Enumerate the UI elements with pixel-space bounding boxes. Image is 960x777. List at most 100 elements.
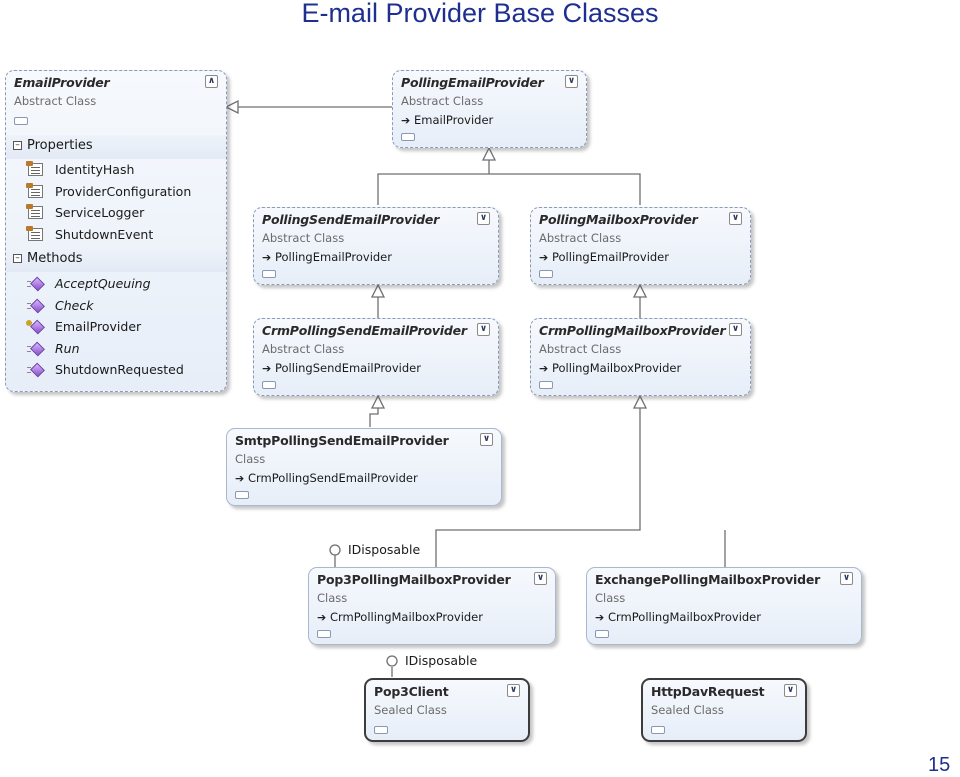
class-box-crm-polling-mailbox-provider[interactable]: CrmPollingMailboxProvider Abstract Class… (530, 318, 751, 396)
property-icon (26, 226, 43, 241)
member-label: AcceptQueuing (55, 276, 151, 291)
base-class-label: PollingEmailProvider (552, 250, 669, 264)
class-kind: Abstract Class (262, 231, 345, 245)
class-kind: Sealed Class (374, 703, 447, 717)
property-icon (26, 204, 43, 219)
class-name: EmailProvider (14, 75, 110, 90)
class-box-pop3-polling-mailbox-provider[interactable]: Pop3PollingMailboxProvider Class ➔CrmPol… (308, 567, 556, 645)
class-icon (317, 630, 331, 638)
inherits-arrow-icon: ➔ (539, 362, 549, 375)
class-icon (235, 491, 249, 499)
class-icon (374, 726, 388, 734)
methods-section-header[interactable]: – Methods (6, 248, 226, 272)
class-kind: Abstract Class (14, 94, 97, 108)
class-kind: Class (317, 591, 348, 605)
class-icon (651, 726, 665, 734)
class-icon (539, 381, 553, 389)
class-name: PollingMailboxProvider (539, 212, 698, 227)
base-class: ➔PollingMailboxProvider (539, 361, 681, 375)
class-box-email-provider[interactable]: EmailProvider Abstract Class ∧ – Propert… (5, 70, 227, 392)
method-icon (27, 342, 43, 355)
inherits-arrow-icon: ➔ (595, 611, 605, 624)
base-class-label: PollingMailboxProvider (552, 361, 682, 375)
class-kind: Abstract Class (539, 342, 622, 356)
expand-chevron-icon[interactable]: ∨ (534, 572, 547, 585)
class-kind: Class (595, 591, 626, 605)
collapse-minus-icon[interactable]: – (13, 141, 22, 150)
class-box-pop3-client[interactable]: Pop3Client Sealed Class ∨ (364, 678, 530, 742)
base-class-label: EmailProvider (414, 113, 494, 127)
idisposable-interface-label: IDisposable (405, 653, 478, 668)
base-class-label: PollingEmailProvider (275, 250, 392, 264)
member-label: Run (55, 341, 80, 356)
expand-chevron-icon[interactable]: ∨ (477, 323, 490, 336)
class-kind: Abstract Class (262, 342, 345, 356)
inherits-arrow-icon: ➔ (262, 251, 272, 264)
expand-chevron-icon[interactable]: ∨ (729, 212, 742, 225)
expand-chevron-icon[interactable]: ∨ (784, 684, 797, 697)
expand-chevron-icon[interactable]: ∨ (477, 212, 490, 225)
class-name: HttpDavRequest (651, 684, 765, 699)
base-class-label: PollingSendEmailProvider (275, 361, 421, 375)
collapse-minus-icon[interactable]: – (13, 254, 22, 263)
class-box-polling-mailbox-provider[interactable]: PollingMailboxProvider Abstract Class ➔P… (530, 207, 751, 285)
class-name: Pop3PollingMailboxProvider (317, 572, 511, 587)
expand-chevron-icon[interactable]: ∨ (565, 75, 578, 88)
properties-section-header[interactable]: – Properties (6, 135, 226, 159)
page-number: 15 (928, 754, 951, 776)
class-icon (262, 381, 276, 389)
constructor-icon (26, 320, 43, 333)
member-label: ProviderConfiguration (55, 184, 192, 199)
expand-chevron-icon[interactable]: ∨ (729, 323, 742, 336)
property-icon (26, 161, 43, 176)
inherits-arrow-icon: ➔ (539, 251, 549, 264)
inherits-arrow-icon: ➔ (401, 114, 411, 127)
member-label: ShutdownEvent (55, 227, 154, 242)
property-icon (26, 183, 43, 198)
member-label: EmailProvider (55, 319, 142, 334)
class-icon (14, 117, 28, 125)
class-icon (262, 270, 276, 278)
base-class: ➔CrmPollingMailboxProvider (317, 610, 483, 624)
class-kind: Abstract Class (539, 231, 622, 245)
class-box-polling-send-email-provider[interactable]: PollingSendEmailProvider Abstract Class … (253, 207, 499, 285)
base-class-label: CrmPollingSendEmailProvider (248, 471, 418, 485)
expand-chevron-icon[interactable]: ∨ (480, 433, 493, 446)
class-box-exchange-polling-mailbox-provider[interactable]: ExchangePollingMailboxProvider Class ➔Cr… (586, 567, 862, 645)
class-box-smtp-polling-send-email-provider[interactable]: SmtpPollingSendEmailProvider Class ➔CrmP… (226, 428, 502, 506)
idisposable-interface-label: IDisposable (348, 542, 421, 557)
section-label: Methods (27, 251, 83, 266)
member-label: Check (55, 298, 94, 313)
method-icon (27, 299, 43, 312)
class-kind: Sealed Class (651, 703, 724, 717)
collapse-chevron-icon[interactable]: ∧ (205, 75, 218, 88)
expand-chevron-icon[interactable]: ∨ (507, 684, 520, 697)
class-name: CrmPollingSendEmailProvider (262, 323, 467, 338)
class-name: SmtpPollingSendEmailProvider (235, 433, 449, 448)
base-class-label: CrmPollingMailboxProvider (608, 610, 761, 624)
inherits-arrow-icon: ➔ (262, 362, 272, 375)
base-class: ➔PollingEmailProvider (262, 250, 392, 264)
class-box-crm-polling-send-email-provider[interactable]: CrmPollingSendEmailProvider Abstract Cla… (253, 318, 499, 396)
method-icon (27, 363, 43, 376)
expand-chevron-icon[interactable]: ∨ (840, 572, 853, 585)
member-label: ServiceLogger (55, 205, 145, 220)
base-class: ➔PollingEmailProvider (539, 250, 669, 264)
member-label: ShutdownRequested (55, 362, 184, 377)
class-name: ExchangePollingMailboxProvider (595, 572, 821, 587)
base-class: ➔CrmPollingMailboxProvider (595, 610, 761, 624)
class-name: CrmPollingMailboxProvider (539, 323, 726, 338)
class-box-http-dav-request[interactable]: HttpDavRequest Sealed Class ∨ (641, 678, 807, 742)
class-name: PollingSendEmailProvider (262, 212, 440, 227)
class-icon (401, 133, 415, 141)
member-label: IdentityHash (55, 162, 135, 177)
page-title: E-mail Provider Base Classes (301, 0, 659, 28)
method-icon (27, 277, 43, 290)
inherits-arrow-icon: ➔ (235, 472, 245, 485)
class-name: PollingEmailProvider (401, 75, 544, 90)
base-class-label: CrmPollingMailboxProvider (330, 610, 483, 624)
class-kind: Abstract Class (401, 94, 484, 108)
class-icon (539, 270, 553, 278)
class-box-polling-email-provider[interactable]: PollingEmailProvider Abstract Class ➔Ema… (392, 70, 587, 148)
